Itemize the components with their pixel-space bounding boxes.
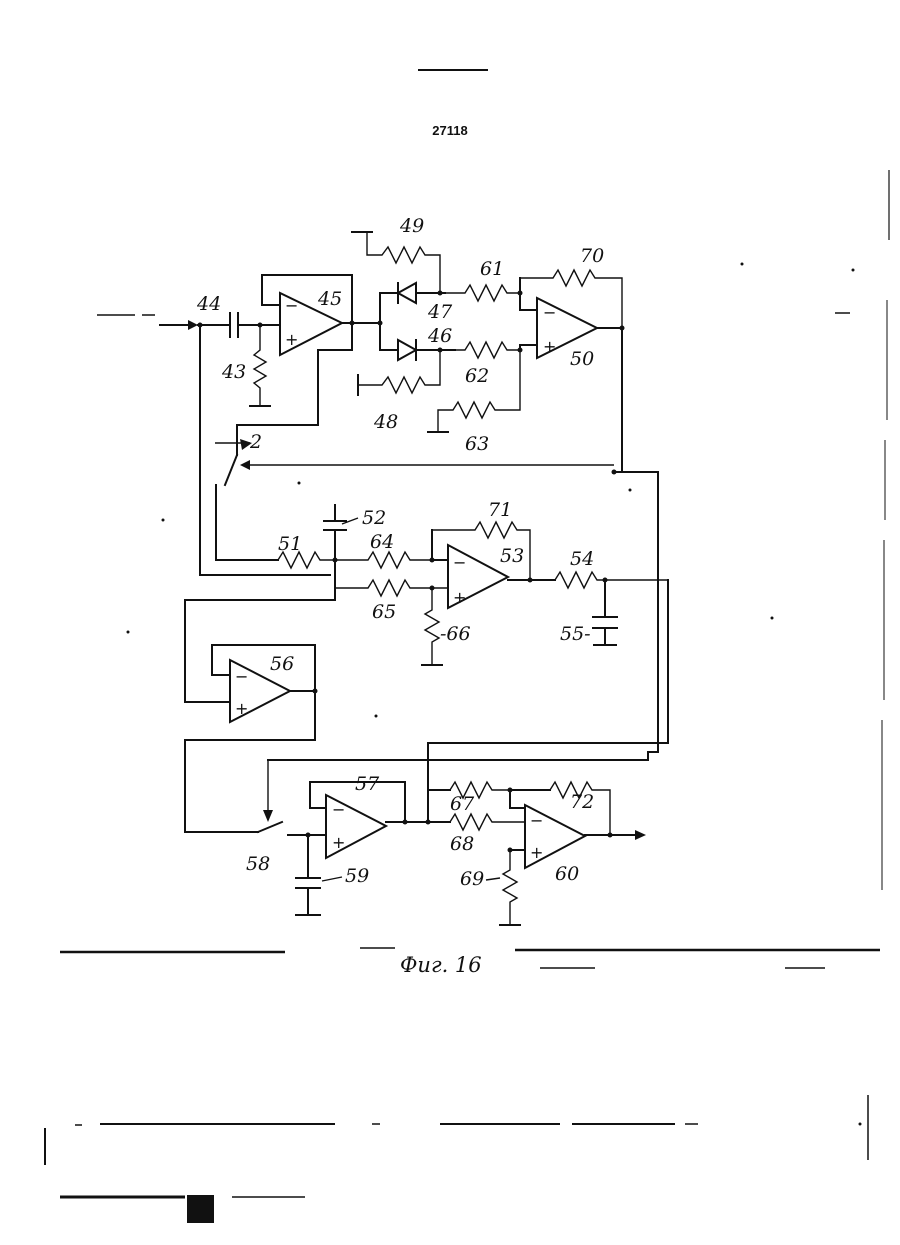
label-56: 56 — [270, 653, 294, 675]
label-46: 46 — [427, 325, 452, 347]
svg-text:+: + — [543, 337, 556, 356]
svg-text:+: + — [332, 833, 345, 852]
buffer-stage — [185, 600, 335, 832]
label-45: 45 — [317, 288, 342, 310]
label-59: 59 — [345, 865, 369, 887]
svg-text:−: − — [332, 800, 345, 819]
label-60: 60 — [555, 863, 579, 885]
input-stage — [160, 275, 383, 575]
label-49: 49 — [399, 215, 424, 237]
label-61: 61 — [480, 258, 504, 280]
scan-specks — [127, 263, 862, 1126]
label-43: 43 — [221, 361, 246, 383]
svg-text:−: − — [543, 303, 556, 322]
svg-text:−: − — [530, 811, 543, 830]
svg-text:+: + — [453, 588, 466, 607]
label-72: 72 — [570, 791, 594, 813]
svg-text:+: + — [285, 330, 298, 349]
output-stage — [185, 752, 658, 925]
label-51: 51 — [278, 533, 302, 555]
label-64: 64 — [370, 531, 394, 553]
label-69: 69 — [460, 868, 484, 890]
label-50: 50 — [570, 348, 594, 370]
label-70: 70 — [580, 245, 604, 267]
label-57: 57 — [355, 773, 380, 795]
svg-text:−: − — [453, 553, 466, 572]
figure-caption: Фиг. 16 — [400, 953, 482, 977]
label-54: 54 — [570, 548, 594, 570]
label-48: 48 — [373, 411, 398, 433]
svg-text:−: − — [235, 667, 248, 686]
label-44: 44 — [196, 293, 221, 315]
label-67: 67 — [450, 793, 475, 815]
label-68: 68 — [450, 833, 474, 855]
svg-text:+: + — [530, 843, 543, 862]
label-58: 58 — [246, 853, 270, 875]
label-53: 53 — [500, 545, 524, 567]
label-2: 2 — [249, 431, 262, 453]
label-66: -66 — [440, 623, 471, 645]
label-63: 63 — [465, 433, 489, 455]
page-rules — [45, 70, 889, 1223]
label-55: 55- — [560, 623, 591, 645]
svg-text:+: + — [235, 699, 248, 718]
label-47: 47 — [427, 301, 453, 323]
label-71: 71 — [488, 499, 512, 521]
label-62: 62 — [465, 365, 489, 387]
label-52: 52 — [362, 507, 386, 529]
label-65: 65 — [372, 601, 396, 623]
svg-text:−: − — [285, 296, 298, 315]
switch-2 — [215, 425, 252, 560]
